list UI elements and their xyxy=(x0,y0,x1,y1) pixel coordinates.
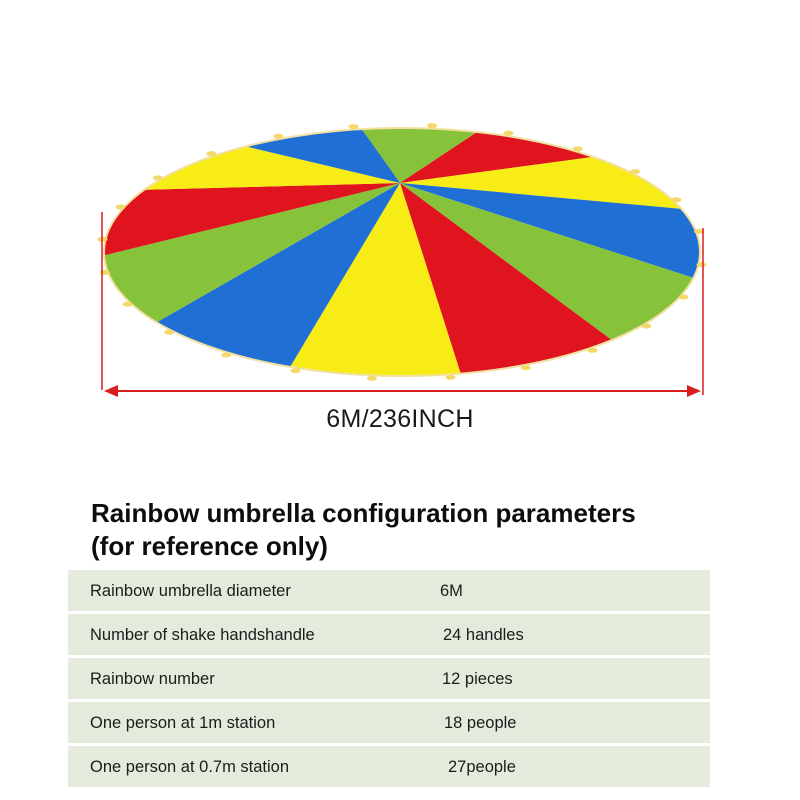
table-row: Number of shake handshandle 24 handles xyxy=(68,614,710,655)
diameter-dimension-label: 6M/236INCH xyxy=(326,405,474,433)
parachute-handles xyxy=(97,123,707,381)
canopy-panel-yellow xyxy=(400,139,700,222)
canopy-panel-blue xyxy=(400,183,700,311)
handle-icon xyxy=(678,294,689,300)
dimension-arrow-right-icon xyxy=(687,385,701,397)
canopy-panel-red xyxy=(104,183,400,283)
spec-value: 18 people xyxy=(444,714,517,732)
parachute-rim xyxy=(103,127,701,377)
handle-icon xyxy=(641,323,652,329)
handle-icon xyxy=(427,123,438,129)
handle-icon xyxy=(503,130,514,136)
spec-table: Rainbow umbrella diameter 6M Number of s… xyxy=(68,570,710,790)
handle-icon xyxy=(694,229,705,235)
spec-value: 6M xyxy=(440,582,463,600)
handle-icon xyxy=(348,124,359,130)
handle-icon xyxy=(163,329,174,335)
spec-label: Rainbow umbrella diameter xyxy=(90,582,291,600)
spec-value: 27people xyxy=(448,758,516,776)
table-row: One person at 0.7m station 27people xyxy=(68,746,710,787)
handle-icon xyxy=(671,197,682,203)
spec-label: One person at 1m station xyxy=(90,714,276,732)
spec-title-line-1: Rainbow umbrella configuration parameter… xyxy=(91,498,636,528)
spec-label: One person at 0.7m station xyxy=(90,758,290,776)
spec-value: 12 pieces xyxy=(442,670,513,688)
handle-icon xyxy=(587,347,598,353)
spec-section-title: Rainbow umbrella configuration parameter… xyxy=(91,497,771,563)
handle-icon xyxy=(221,352,232,358)
handle-icon xyxy=(572,146,583,152)
canopy-panel-yellow xyxy=(261,183,477,376)
rainbow-parachute-illustration xyxy=(97,123,707,397)
spec-label: Rainbow number xyxy=(90,670,215,688)
spec-label: Number of shake handshandle xyxy=(90,626,315,644)
handle-icon xyxy=(445,374,456,380)
handle-icon xyxy=(630,169,641,175)
handle-icon xyxy=(273,133,284,139)
handle-icon xyxy=(115,204,126,210)
dimension-arrow-left-icon xyxy=(104,385,118,397)
handle-icon xyxy=(520,365,531,371)
spec-value: 24 handles xyxy=(443,626,524,644)
table-row: Rainbow umbrella diameter 6M xyxy=(68,570,710,611)
product-image-area xyxy=(97,123,707,397)
handle-icon xyxy=(290,368,301,374)
table-row: Rainbow number 12 pieces xyxy=(68,658,710,699)
canopy-panel-green xyxy=(327,128,543,183)
handle-icon xyxy=(206,151,217,157)
spec-title-line-2: (for reference only) xyxy=(91,531,328,561)
handle-icon xyxy=(366,375,377,381)
parachute-canopy xyxy=(104,128,700,376)
handle-icon xyxy=(122,301,133,307)
table-row: One person at 1m station 18 people xyxy=(68,702,710,743)
handle-icon xyxy=(152,175,163,181)
canopy-panel-green xyxy=(104,183,400,365)
handle-icon xyxy=(696,262,707,268)
